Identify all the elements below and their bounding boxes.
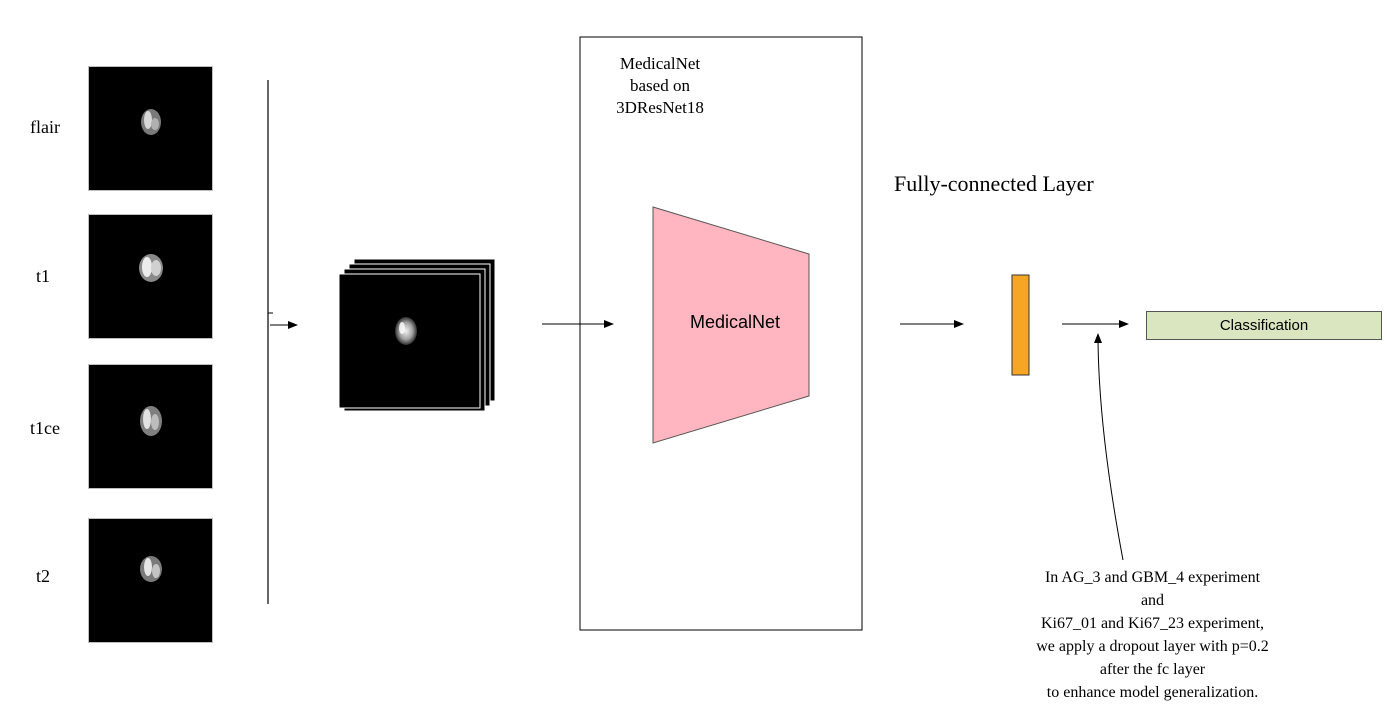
note-line: and [1140, 592, 1165, 609]
note-line: to enhance model generalization. [1046, 684, 1259, 701]
brain-scan-icon [140, 556, 162, 582]
classification-box: Classification [1146, 311, 1382, 340]
backbone-box [579, 36, 863, 631]
backbone-title: MedicalNet based on 3DResNet18 [585, 53, 735, 119]
medicalnet-block-label: MedicalNet [689, 312, 781, 332]
note-line: Ki67_01 and Ki67_23 experiment, [1040, 615, 1265, 632]
modality-label-t1: t1 [35, 266, 50, 286]
note-line: we apply a dropout layer with p=0.2 [1036, 638, 1269, 655]
fc-layer-bar [1011, 274, 1030, 376]
mri-slice-t2 [88, 518, 213, 643]
mri-slice-t1 [88, 214, 213, 339]
backbone-title-line: MedicalNet [619, 54, 701, 73]
arrow-note-to-dropout [1094, 333, 1124, 561]
fc-layer-title: Fully-connected Layer [894, 171, 1094, 196]
mri-slice-flair [88, 66, 213, 191]
medicalnet-block [652, 206, 810, 444]
brain-scan-icon [140, 406, 162, 436]
mri-slice-t1ce [88, 364, 213, 489]
backbone-title-line: based on [630, 76, 690, 95]
modality-label-flair: flair [30, 117, 60, 137]
modality-label-t2: t2 [35, 566, 50, 586]
note-line: In AG_3 and GBM_4 experiment [1044, 569, 1261, 586]
backbone-title-line: 3DResNet18 [616, 98, 704, 117]
classification-label: Classification [1219, 317, 1309, 334]
note-line: after the fc layer [1099, 661, 1206, 678]
stacked-volume [338, 258, 496, 412]
brain-scan-icon [395, 317, 417, 345]
brain-scan-icon [141, 109, 161, 135]
dropout-note: In AG_3 and GBM_4 experiment and Ki67_01… [995, 566, 1310, 704]
modality-label-t1ce: t1ce [30, 418, 60, 438]
brain-scan-icon [139, 254, 163, 282]
